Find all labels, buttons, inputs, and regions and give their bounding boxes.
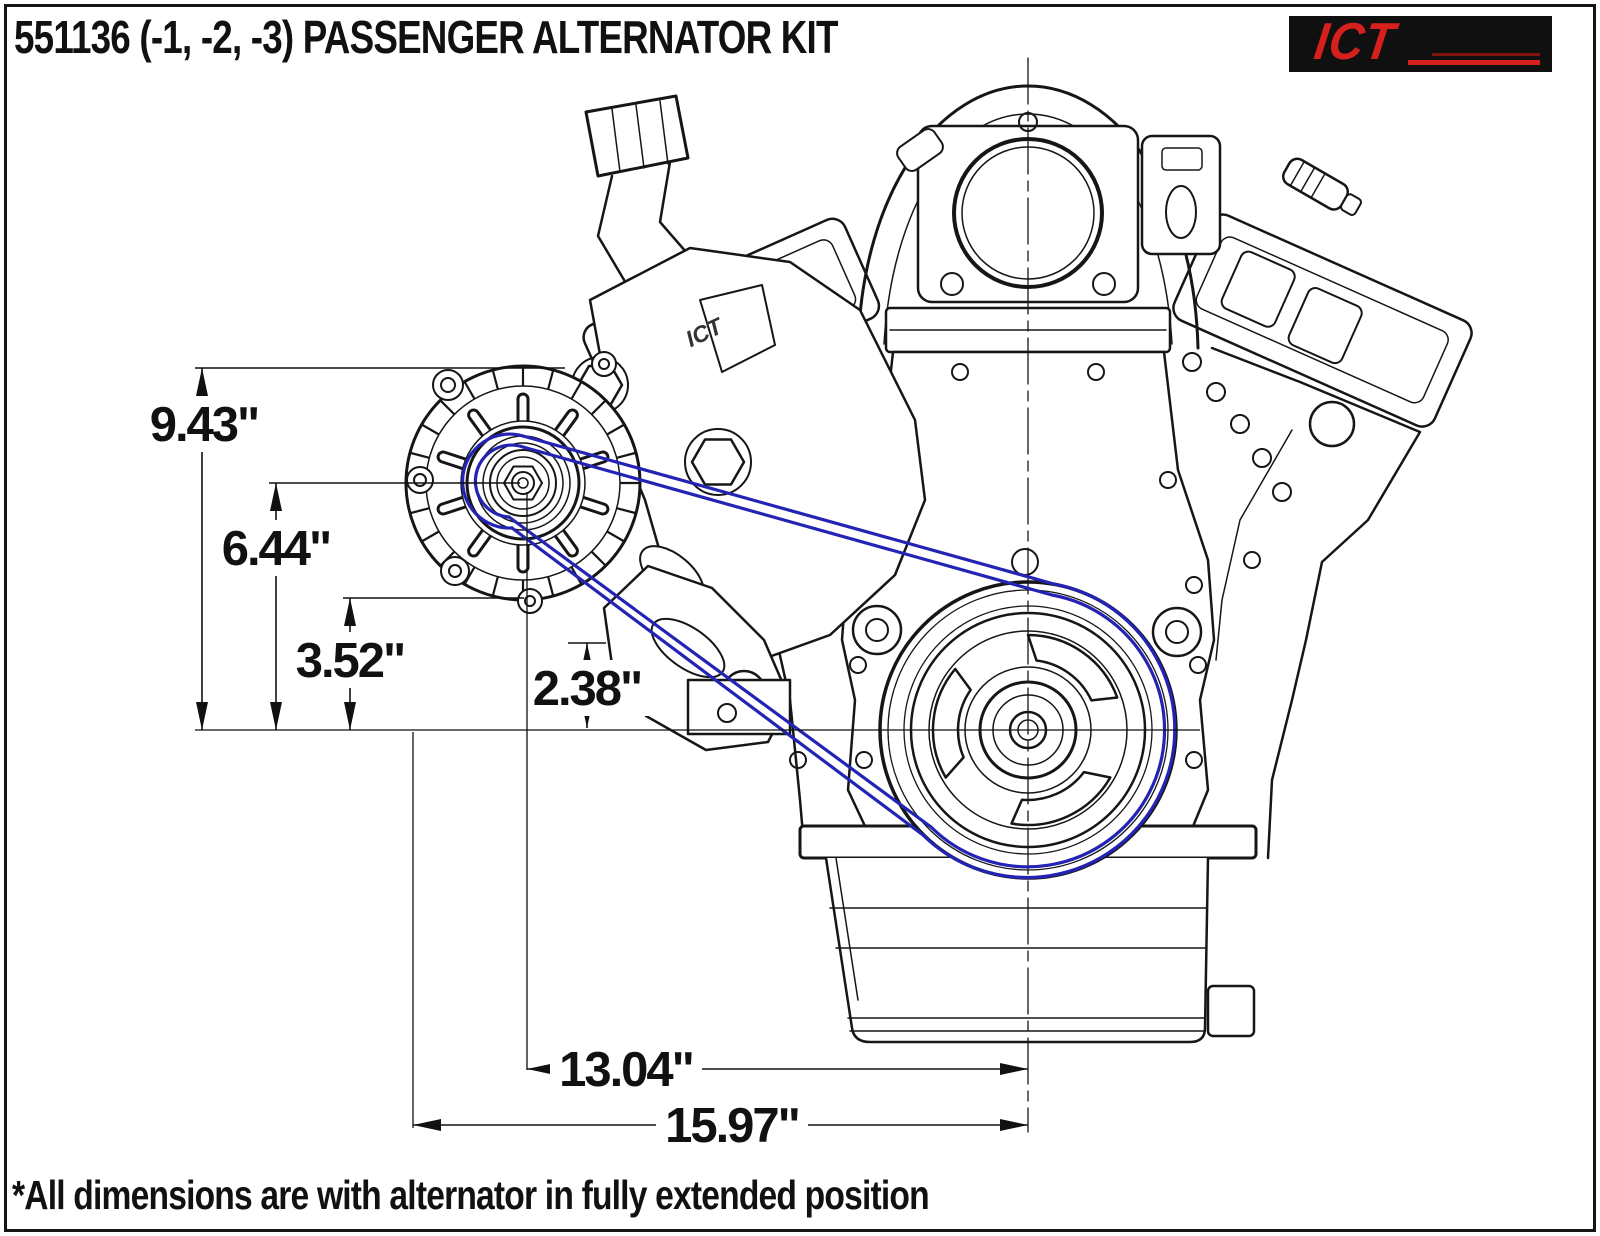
dimension-9-43: 9.43" bbox=[138, 367, 565, 730]
dim-label-13-04: 13.04" bbox=[559, 1043, 693, 1097]
lower-mount-plate bbox=[686, 678, 792, 736]
belt bbox=[461, 432, 1177, 880]
dimension-2-38: 2.38" bbox=[522, 642, 652, 728]
ict-logo-underline bbox=[1408, 60, 1540, 65]
dimension-3-52: 3.52" bbox=[284, 597, 524, 730]
dimension-15-97: 15.97" bbox=[412, 732, 1028, 1153]
alternator-fins bbox=[405, 365, 641, 601]
dimension-13-04: 13.04" bbox=[526, 492, 1028, 1097]
page-border bbox=[4, 4, 1596, 1232]
alternator-mount-ears bbox=[406, 351, 617, 614]
footnote: *All dimensions are with alternator in f… bbox=[12, 1172, 930, 1218]
water-pump-ears bbox=[851, 604, 1203, 658]
intake-throttle-body bbox=[856, 84, 1222, 354]
right-valve-cover bbox=[1172, 157, 1473, 428]
page-title: 551136 (-1, -2, -3) PASSENGER ALTERNATOR… bbox=[14, 11, 838, 63]
dim-label-3-52: 3.52" bbox=[296, 634, 405, 688]
ict-logo: ICT bbox=[1289, 13, 1552, 72]
ict-logo-underline-thin bbox=[1432, 53, 1540, 56]
dimension-6-44: 6.44" bbox=[210, 482, 520, 730]
dimensions: 9.43" 6.44" 3.52" bbox=[138, 367, 1200, 1153]
dim-label-2-38: 2.38" bbox=[533, 662, 642, 716]
dim-label-6-44: 6.44" bbox=[222, 522, 331, 576]
dim-label-9-43: 9.43" bbox=[150, 398, 259, 452]
dim-label-15-97: 15.97" bbox=[665, 1099, 799, 1153]
engine-drawing: ICT bbox=[404, 57, 1473, 1133]
heater-hose-barb bbox=[1281, 157, 1362, 216]
